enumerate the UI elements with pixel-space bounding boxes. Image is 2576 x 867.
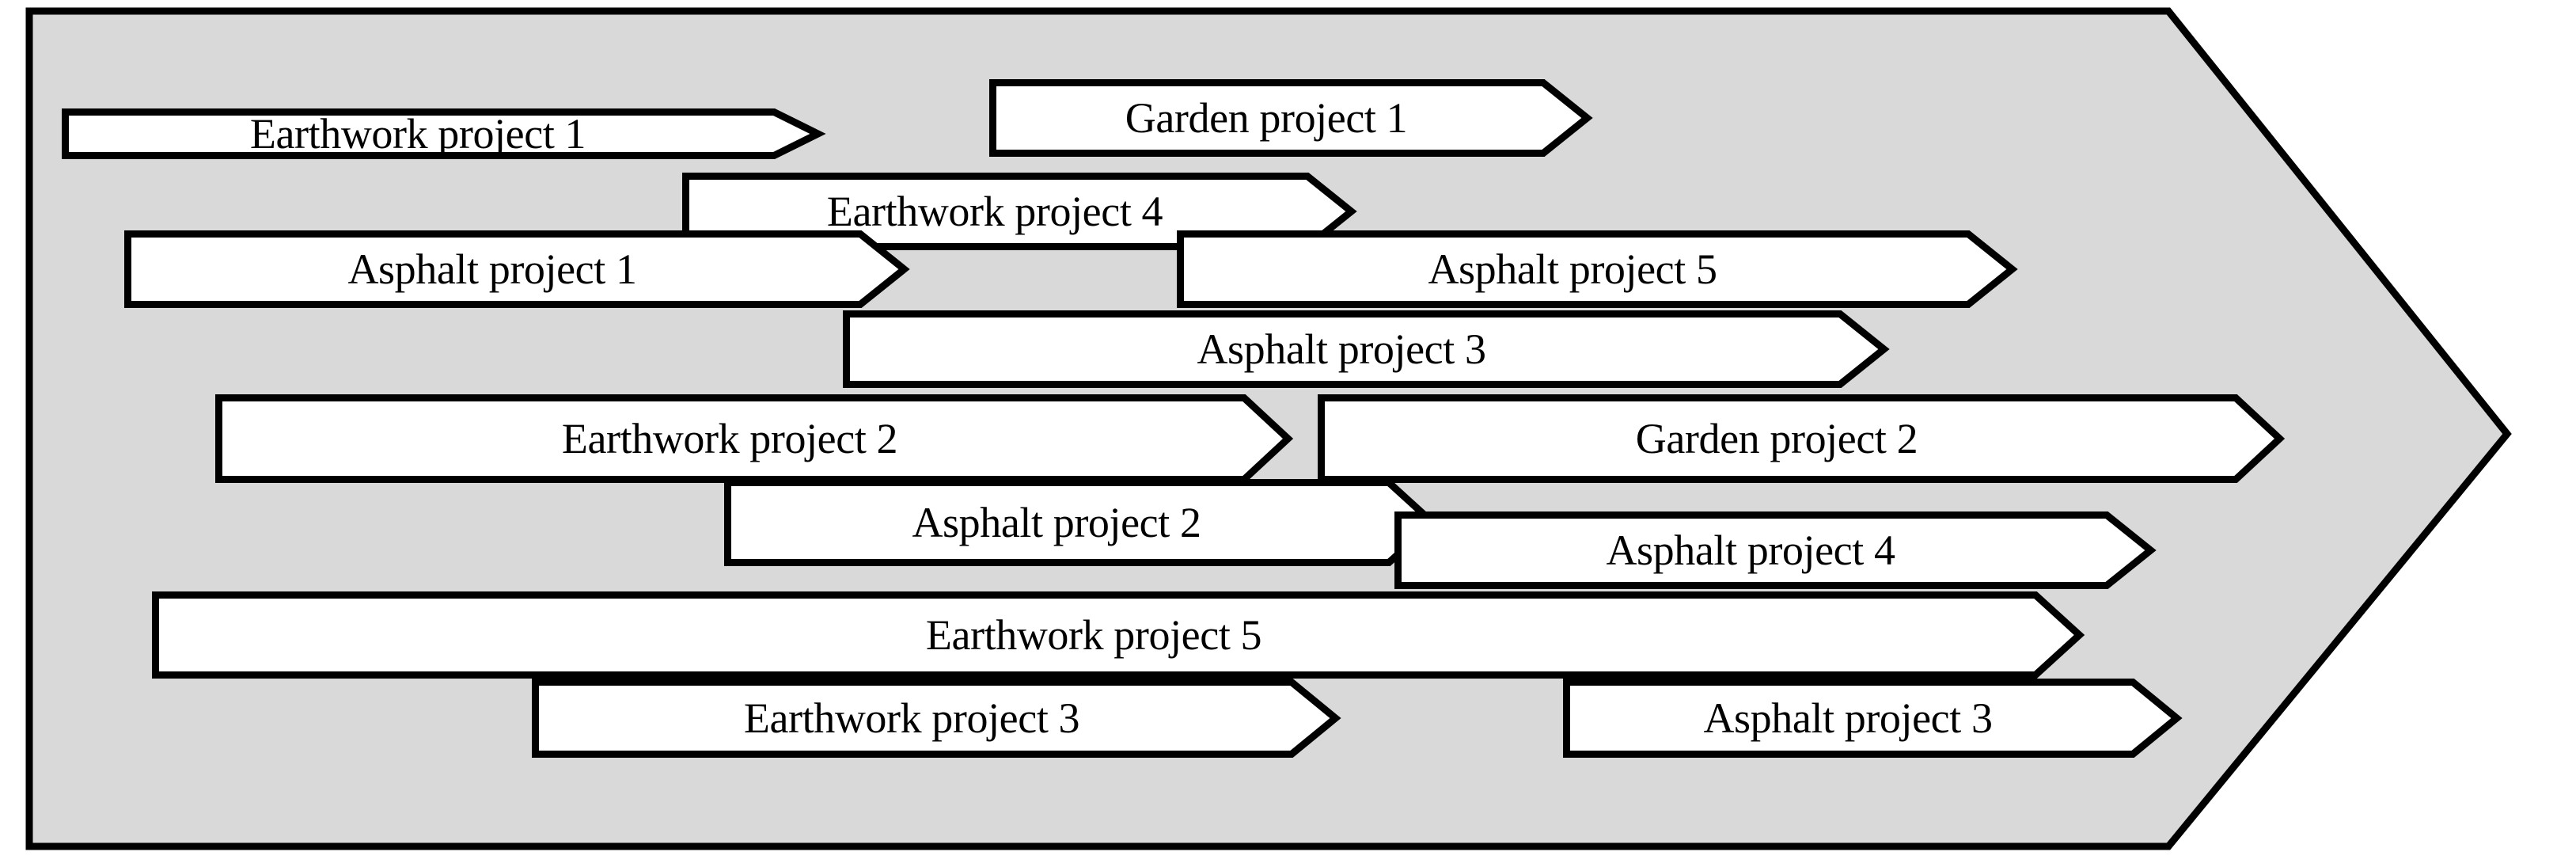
chevron-5-2[interactable]: Garden project 2 <box>1318 394 2286 483</box>
chevron-polygon <box>62 108 826 159</box>
chevron-shape <box>532 679 1341 758</box>
chevron-shape <box>843 310 1890 388</box>
chevron-polygon <box>1394 511 2157 589</box>
chevron-polygon <box>1318 394 2286 483</box>
chevron-3-2[interactable]: Asphalt project 5 <box>1177 230 2018 308</box>
chevron-polygon <box>215 394 1294 483</box>
chevron-7-1[interactable]: Earthwork project 5 <box>152 591 2085 679</box>
chevron-1-1[interactable]: Earthwork project 1 <box>62 108 826 159</box>
chevron-6-1[interactable]: Asphalt project 2 <box>724 479 1439 566</box>
chevron-shape <box>62 108 826 159</box>
chevron-3-1[interactable]: Asphalt project 1 <box>124 230 910 308</box>
chevron-polygon <box>724 479 1439 566</box>
chevron-shape <box>215 394 1294 483</box>
chevron-polygon <box>843 310 1890 388</box>
chevron-shape <box>1177 230 2018 308</box>
chevron-1-2[interactable]: Garden project 1 <box>989 79 1593 157</box>
chevron-5-1[interactable]: Earthwork project 2 <box>215 394 1294 483</box>
chevron-shape <box>989 79 1593 157</box>
chevron-polygon <box>1563 679 2183 758</box>
chevron-6-2[interactable]: Asphalt project 4 <box>1394 511 2157 589</box>
chevron-polygon <box>1177 230 2018 308</box>
chevron-shape <box>724 479 1439 566</box>
chevron-shape <box>124 230 910 308</box>
chevron-polygon <box>124 230 910 308</box>
chevron-shape <box>1318 394 2286 483</box>
chevron-8-2[interactable]: Asphalt project 3 <box>1563 679 2183 758</box>
chevron-8-1[interactable]: Earthwork project 3 <box>532 679 1341 758</box>
chevron-4-1[interactable]: Asphalt project 3 <box>843 310 1890 388</box>
chevron-polygon <box>152 591 2085 679</box>
chevron-shape <box>152 591 2085 679</box>
chevron-polygon <box>532 679 1341 758</box>
chevron-shape <box>1394 511 2157 589</box>
chevron-polygon <box>989 79 1593 157</box>
chevron-shape <box>1563 679 2183 758</box>
